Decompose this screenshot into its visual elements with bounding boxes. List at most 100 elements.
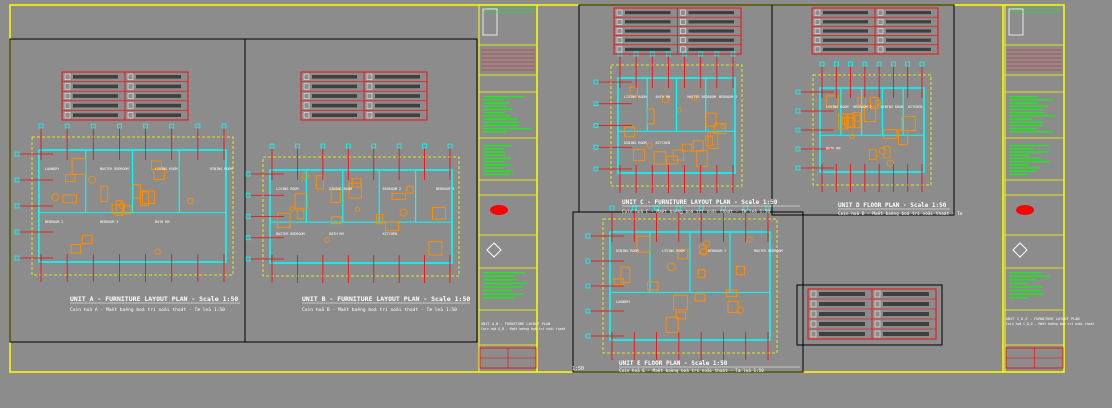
grid-bubble bbox=[833, 61, 839, 67]
legend-swatch bbox=[814, 18, 821, 25]
furniture-round bbox=[691, 95, 698, 101]
grid-bubble bbox=[14, 229, 20, 235]
legend-swatch bbox=[877, 46, 884, 53]
note-text-line bbox=[1009, 148, 1034, 150]
room-label: BATH RM bbox=[826, 147, 840, 151]
viewport-unit-e[interactable] bbox=[572, 211, 804, 373]
furniture bbox=[139, 191, 150, 207]
legend-swatch bbox=[366, 102, 373, 109]
sheet-subtitle: Coin hoä C,D,E - Maët baèng boá trí noäi… bbox=[1006, 322, 1094, 326]
furniture bbox=[150, 160, 162, 170]
furniture bbox=[636, 235, 651, 253]
note-text-line bbox=[483, 154, 506, 156]
note-text-line bbox=[1009, 128, 1036, 130]
title-blocks-layer bbox=[478, 4, 1065, 373]
room-legend-table bbox=[807, 288, 937, 340]
grid-bubble bbox=[14, 255, 20, 261]
legend-swatch bbox=[303, 73, 310, 80]
room-label: LAUNDRY bbox=[616, 300, 630, 304]
legend-text-block bbox=[823, 29, 868, 33]
legend-text-block bbox=[73, 94, 118, 98]
legend-swatch bbox=[303, 83, 310, 90]
note-text-line bbox=[483, 128, 532, 130]
room-legend-table bbox=[613, 7, 742, 55]
legend-text-block bbox=[375, 103, 420, 108]
note-text-line bbox=[483, 286, 522, 288]
note-text-line bbox=[1009, 131, 1054, 133]
furniture-round bbox=[661, 95, 670, 104]
room-label: DINING ROOM bbox=[210, 167, 232, 171]
grid-bubble bbox=[609, 205, 615, 211]
grid-bubble bbox=[593, 101, 599, 107]
furniture bbox=[705, 112, 717, 127]
note-text-line bbox=[483, 297, 515, 299]
note-text-line bbox=[483, 272, 526, 274]
note-text-line bbox=[1009, 272, 1041, 274]
legend-swatch bbox=[810, 290, 817, 298]
room-legend-table bbox=[300, 71, 428, 121]
legend-swatch bbox=[616, 18, 623, 25]
furniture bbox=[81, 234, 93, 245]
legend-swatch bbox=[874, 310, 881, 318]
note-text-line bbox=[1009, 170, 1036, 172]
grid-bubble bbox=[593, 79, 599, 85]
legend-text-block bbox=[886, 38, 931, 42]
furniture bbox=[385, 221, 400, 232]
viewport-unit-d[interactable] bbox=[771, 4, 955, 216]
legend-swatch bbox=[680, 37, 686, 44]
legend-swatch bbox=[810, 300, 817, 308]
furniture bbox=[351, 178, 362, 188]
note-text-line bbox=[1009, 286, 1043, 288]
note-text-line bbox=[1009, 161, 1051, 163]
grid-bubble bbox=[14, 177, 20, 183]
note-text-line bbox=[483, 118, 518, 120]
legend-text-block bbox=[688, 29, 734, 33]
note-text-line bbox=[483, 105, 507, 107]
legend-swatch bbox=[680, 9, 686, 16]
legend-text-block bbox=[883, 332, 929, 336]
note-text-line bbox=[1009, 282, 1028, 284]
note-text-line bbox=[1009, 115, 1056, 117]
furniture bbox=[71, 158, 87, 175]
caption-unit-a: UNIT A - FURNITURE LAYOUT PLAN - Scale 1… bbox=[70, 295, 240, 313]
note-text-line bbox=[483, 157, 511, 159]
legend-swatch bbox=[64, 83, 71, 90]
furniture bbox=[62, 194, 78, 204]
legend-swatch bbox=[303, 112, 310, 119]
grid-bubble bbox=[90, 123, 96, 129]
plan-subtitle: Coin hoä B - Maët baèng boá trí noäi tha… bbox=[302, 306, 457, 313]
note-text-line bbox=[483, 115, 511, 117]
plan-boundary bbox=[31, 136, 234, 276]
note-text-line bbox=[483, 145, 512, 147]
plan-title: UNIT D FLOOR PLAN - Scale 1:50 bbox=[838, 202, 947, 209]
room-label: LIVING ROOM bbox=[276, 187, 298, 191]
legend-text-block bbox=[819, 332, 865, 336]
note-text-line bbox=[1009, 145, 1049, 147]
plan-title: UNIT E FLOOR PLAN - Scale 1:50 bbox=[619, 360, 728, 367]
furniture bbox=[141, 190, 156, 204]
note-text-line bbox=[483, 290, 512, 292]
legend-text-block bbox=[886, 20, 931, 24]
furniture bbox=[736, 265, 746, 276]
note-text-line bbox=[483, 161, 505, 163]
note-text-line bbox=[483, 99, 504, 101]
furniture bbox=[841, 116, 850, 125]
legend-text-block bbox=[375, 113, 420, 117]
legend-text-block bbox=[625, 20, 671, 24]
furniture-round bbox=[667, 262, 676, 272]
grid-bubble bbox=[795, 89, 801, 95]
grid-bubble bbox=[169, 123, 175, 129]
legend-text-block bbox=[136, 94, 181, 98]
viewport-unit-b[interactable] bbox=[244, 38, 478, 343]
viewport-legend[interactable] bbox=[796, 284, 943, 346]
note-text-line bbox=[483, 96, 525, 98]
note-text-line bbox=[483, 121, 519, 123]
room-label: LAUNDRY bbox=[45, 167, 59, 171]
legend-swatch bbox=[64, 92, 71, 100]
legend-text-block bbox=[688, 11, 734, 15]
note-text-line bbox=[1009, 151, 1050, 153]
